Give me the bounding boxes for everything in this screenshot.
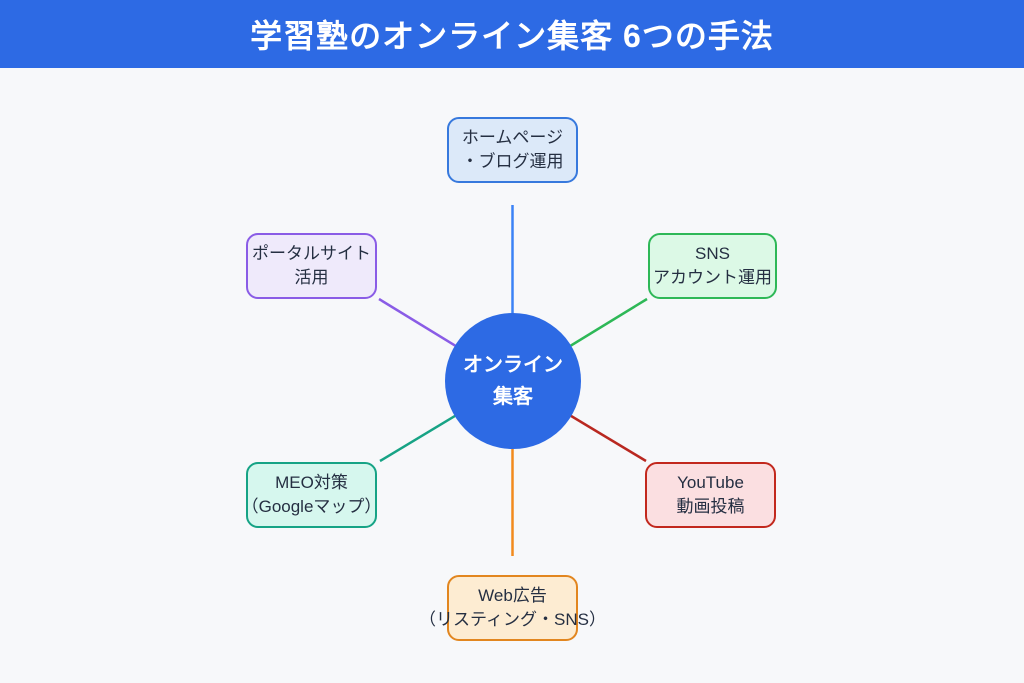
title-banner: 学習塾のオンライン集客 6つの手法	[0, 0, 1024, 68]
page-title: 学習塾のオンライン集客 6つの手法	[250, 18, 774, 54]
node-youtube-video-label-line1: YouTube	[677, 473, 744, 492]
node-meo-google-map-label-line2: （Googleマップ）	[241, 497, 382, 516]
node-youtube-video: YouTube 動画投稿	[645, 462, 776, 528]
node-youtube-video-label-line2: 動画投稿	[676, 497, 745, 516]
node-web-ads-label-line2: （リスティング・SNS）	[419, 610, 606, 629]
node-homepage-blog-label-line2: ・ブログ運用	[461, 152, 564, 171]
node-homepage-blog: ホームページ ・ブログ運用	[447, 117, 578, 183]
center-node-label-line2: 集客	[493, 386, 533, 408]
node-meo-google-map: MEO対策 （Googleマップ）	[242, 462, 381, 528]
node-portal-site: ポータルサイト 活用	[246, 233, 377, 299]
node-meo-google-map-label-line1: MEO対策	[275, 473, 348, 492]
node-homepage-blog-label-line1: ホームページ	[461, 128, 564, 147]
node-sns-account: SNS アカウント運用	[648, 233, 777, 299]
center-node-label-line1: オンライン	[463, 354, 563, 376]
node-sns-account-label-line1: SNS	[695, 244, 730, 263]
node-portal-site-label-line2: 活用	[294, 268, 329, 287]
node-web-ads: Web広告 （リスティング・SNS）	[419, 575, 606, 641]
center-node-online-marketing: オンライン 集客	[445, 313, 581, 449]
node-portal-site-label-line1: ポータルサイト	[252, 244, 371, 263]
node-web-ads-label-line1: Web広告	[478, 586, 547, 605]
node-sns-account-label-line2: アカウント運用	[653, 268, 772, 287]
